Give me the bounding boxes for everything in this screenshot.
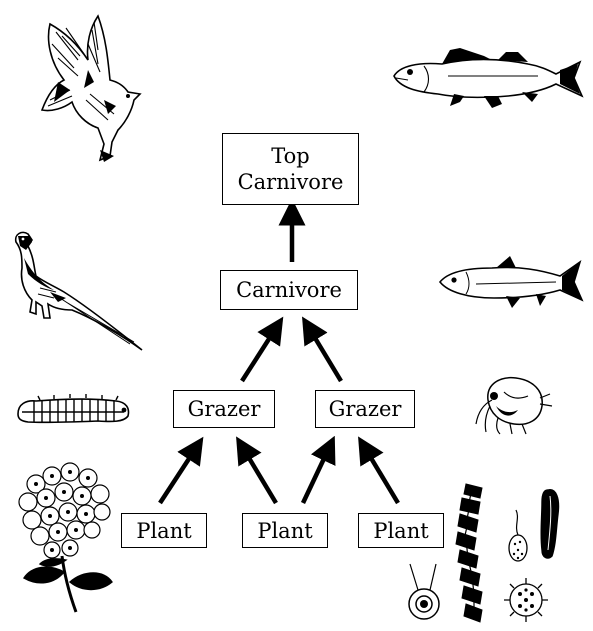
phytoplankton-icon xyxy=(402,478,574,628)
arrow-plant-left-to-grazer-left xyxy=(160,448,196,503)
carnivore-box: Carnivore xyxy=(220,270,358,310)
plant-left-label: Plant xyxy=(136,518,191,544)
hawk-icon xyxy=(28,10,143,168)
top-carnivore-label-line-2: Carnivore xyxy=(238,169,344,195)
arrow-plant-right-to-grazer-right xyxy=(365,448,398,503)
arrow-grazer-left-to-carnivore xyxy=(242,328,276,381)
grazer-left-box: Grazer xyxy=(173,390,275,428)
top-carnivore-box: Top Carnivore xyxy=(222,133,359,205)
arrow-plant-center-to-grazer-left xyxy=(243,448,276,503)
small-fish-icon xyxy=(436,252,586,314)
carnivore-label: Carnivore xyxy=(236,277,342,303)
flowering-plant-icon xyxy=(12,460,120,620)
plant-left-box: Plant xyxy=(121,513,207,548)
grazer-left-label: Grazer xyxy=(188,396,261,422)
walleye-fish-icon xyxy=(388,44,588,116)
arrow-plant-center-to-grazer-right xyxy=(303,448,329,503)
arrow-grazer-right-to-carnivore xyxy=(309,328,341,381)
plant-center-label: Plant xyxy=(257,518,312,544)
pheasant-icon xyxy=(10,228,150,356)
top-carnivore-label-line-1: Top xyxy=(271,143,309,169)
grazer-right-label: Grazer xyxy=(329,396,402,422)
zooplankton-icon xyxy=(470,370,554,436)
grazer-right-box: Grazer xyxy=(315,390,415,428)
caterpillar-icon xyxy=(12,390,134,430)
plant-center-box: Plant xyxy=(242,513,328,548)
